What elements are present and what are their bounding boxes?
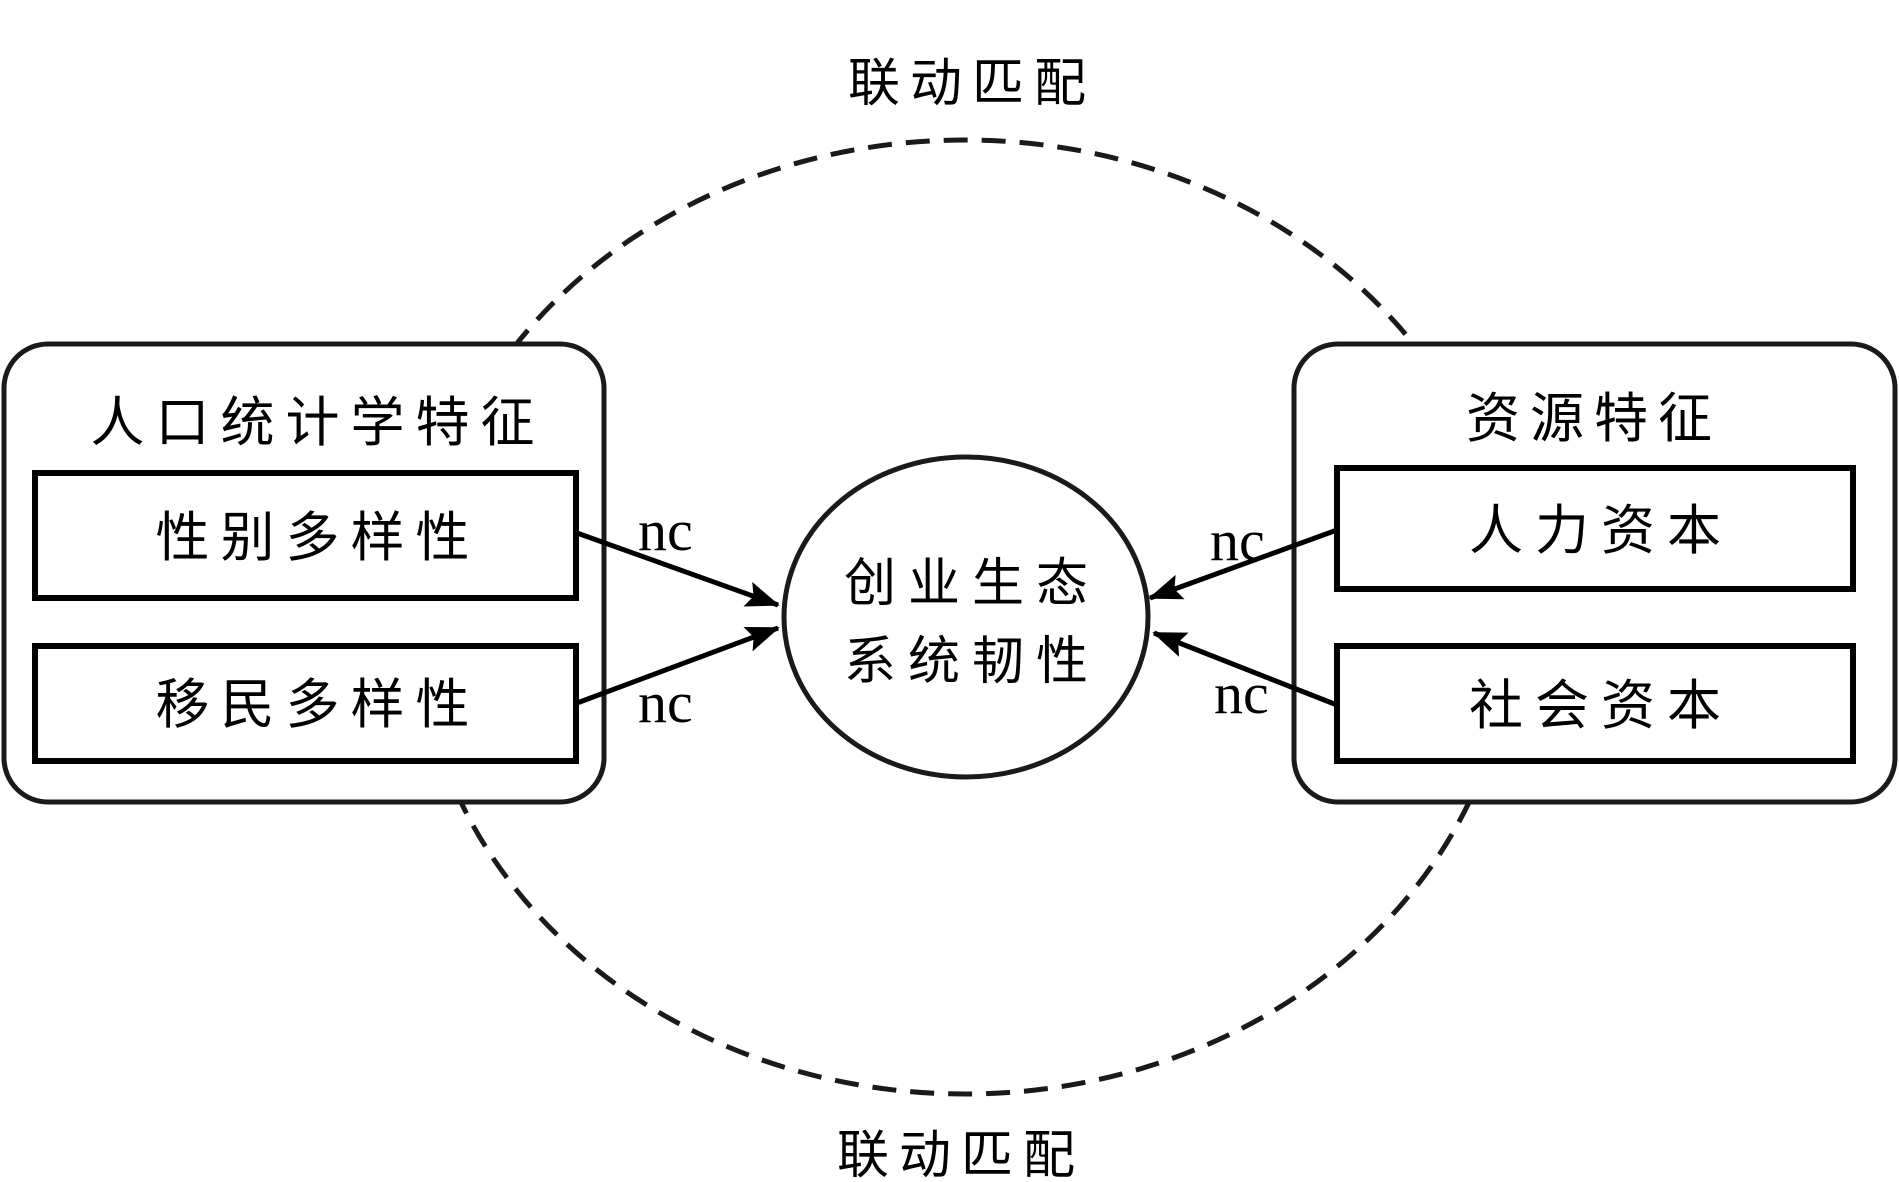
right-item-social-capital[interactable]: 社会资本: [1334, 643, 1856, 764]
bottom-linkage-label: 联动匹配: [837, 1126, 1085, 1182]
center-node-resilience[interactable]: 创业生态 系统韧性: [781, 454, 1151, 780]
top-linkage-label: 联动匹配: [848, 54, 1096, 114]
center-node-line2: 系统韧性: [844, 632, 1100, 692]
right-item-human-capital[interactable]: 人力资本: [1334, 465, 1856, 592]
immigrant-diversity-label: 移民多样性: [156, 673, 481, 736]
immigrant-diversity-box[interactable]: [32, 643, 579, 764]
arrow-social-capital-to-center: [1152, 630, 1338, 708]
center-node-ellipse[interactable]: [781, 454, 1151, 780]
gender-diversity-label: 性别多样性: [156, 506, 481, 569]
right-group-resources: 资源特征 人力资本 社会资本: [1291, 341, 1898, 805]
left-group-title: 人口统计学特征: [91, 391, 546, 454]
human-capital-box[interactable]: [1334, 465, 1856, 592]
left-item-gender-diversity[interactable]: 性别多样性: [32, 470, 579, 601]
left-item-immigrant-diversity[interactable]: 移民多样性: [32, 643, 579, 764]
social-capital-label: 社会资本: [1469, 674, 1733, 737]
arrow-human-capital-to-center: [1148, 527, 1338, 601]
center-node-line1: 创业生态: [844, 554, 1100, 614]
arrow-gender-to-center: [576, 530, 780, 608]
left-group-demographics: 人口统计学特征 性别多样性 移民多样性: [1, 341, 607, 805]
edge-label-gender: nc: [638, 498, 693, 563]
human-capital-label: 人力资本: [1469, 499, 1733, 562]
edge-label-social-capital: nc: [1214, 661, 1269, 726]
social-capital-box[interactable]: [1334, 643, 1856, 764]
edge-label-immigrant: nc: [638, 670, 693, 735]
arrow-immigrant-to-center: [576, 625, 780, 706]
gender-diversity-box[interactable]: [32, 470, 579, 601]
edge-label-human-capital: nc: [1210, 508, 1265, 573]
right-group-title: 资源特征: [1466, 387, 1722, 450]
